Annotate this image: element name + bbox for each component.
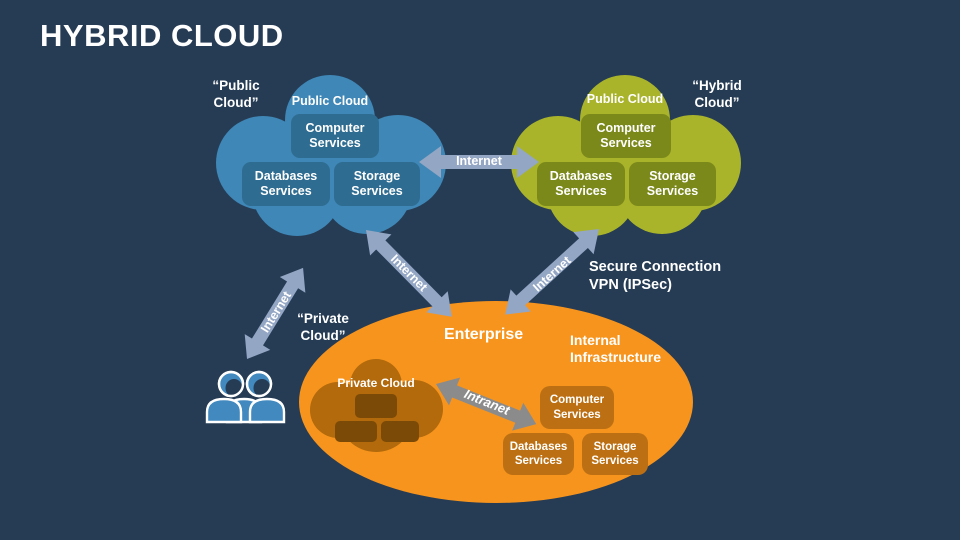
- page-title: HYBRID CLOUD: [40, 18, 284, 53]
- enterprise-label: Enterprise: [444, 326, 524, 343]
- hybrid-cloud-quote-label: “Hybrid Cloud”: [692, 78, 742, 110]
- public-cloud-title: Public Cloud: [291, 94, 369, 108]
- internal-infrastructure-label: Internal Infrastructure: [570, 332, 662, 365]
- public-cloud-quote-label: “Public Cloud”: [212, 78, 260, 110]
- internet-top-label: Internet: [456, 154, 502, 168]
- secure-connection-label: Secure Connection VPN (IPSec): [589, 259, 722, 293]
- hybrid-cloud-title: Public Cloud: [586, 92, 664, 106]
- hybrid-computer-services-box: Computer Services: [581, 114, 671, 158]
- public-storage-services-box: Storage Services: [334, 162, 420, 206]
- private-cloud-quote-label: “Private Cloud”: [297, 311, 349, 343]
- hybrid-storage-services-box: Storage Services: [629, 162, 716, 206]
- private-cloud-title: Private Cloud: [337, 376, 415, 390]
- public-computer-services-box: Computer Services: [291, 114, 379, 158]
- enterprise-computer-services-box: Computer Services: [540, 386, 614, 429]
- private-cloud-nodes: [335, 394, 419, 442]
- enterprise-storage-services-box: Storage Services: [582, 433, 648, 475]
- enterprise-databases-services-box: Databases Services: [503, 433, 574, 475]
- people-icon: [205, 370, 286, 424]
- internet-arrow-left: [366, 230, 452, 317]
- internet-arrow-top: [419, 146, 539, 178]
- public-databases-services-box: Databases Services: [242, 162, 330, 206]
- internet-arrow-right: [505, 229, 599, 315]
- internet-arrow-users: [244, 267, 306, 359]
- intranet-arrow: [436, 377, 537, 431]
- hybrid-databases-services-box: Databases Services: [537, 162, 625, 206]
